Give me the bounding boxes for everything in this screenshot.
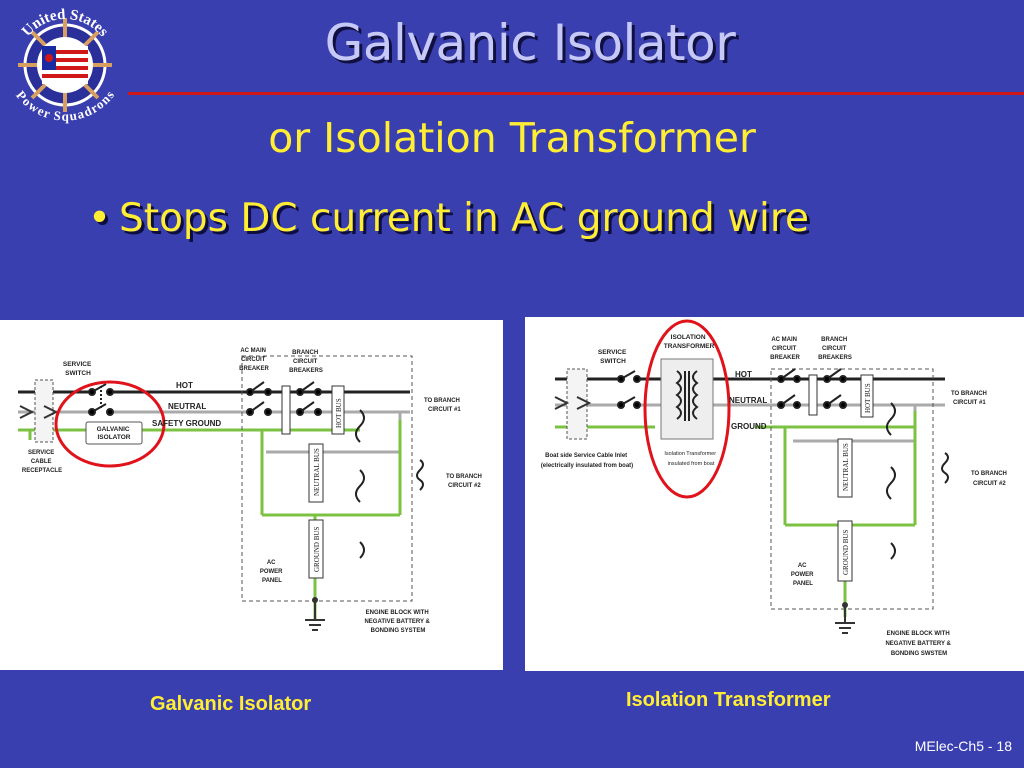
service-switch-label: SERVICE SWITCH: [63, 361, 93, 377]
to-branch-1-label: TO BRANCH CIRCUIT #1: [424, 398, 462, 413]
ground-bus-label-right: GROUND BUS: [842, 530, 850, 575]
hot-bus-bar: [331, 385, 345, 435]
to-branch-2-label: TO BRANCH CIRCUIT #2: [446, 474, 484, 489]
title-rule: [128, 92, 1024, 95]
isolation-transformer-diagram: HOT BUS NEUTRAL BUS GROUND BUS ISOLATION…: [525, 317, 1024, 671]
neutral-bus-bar: [308, 443, 324, 503]
bullet-text: Stops DC current in AC ground wire: [119, 196, 809, 241]
boat-side-label: Boat side Service Cable Inlet (electrica…: [541, 453, 633, 469]
service-switch: [88, 383, 114, 416]
slide-title: Galvanic Isolator: [324, 14, 736, 72]
ac-main-label: AC MAIN CIRCUIT BREAKER: [239, 348, 269, 372]
engine-label-right: ENGINE BLOCK WITH NEGATIVE BATTERY & BON…: [885, 631, 952, 657]
receptacle-box: [34, 379, 54, 443]
transformer-wiring-svg: HOT BUS NEUTRAL BUS GROUND BUS ISOLATION…: [541, 319, 1009, 657]
ground-label-right: GROUND: [731, 422, 767, 431]
breaker-bar: [281, 385, 291, 435]
ac-panel-outline-right: [770, 368, 934, 610]
highlight-circle-right: [643, 319, 731, 499]
service-switch-label-right: SERVICE SWITCH: [598, 349, 628, 365]
branch-label: BRANCH CIRCUIT BREAKERS: [289, 350, 323, 374]
hot-bus-bar-right: [860, 374, 874, 418]
neutral-bus-bar-right: [837, 438, 853, 498]
caption-isolation: Isolation Transformer: [626, 689, 831, 711]
bullet-marker: •: [88, 196, 112, 241]
hot-bus-label: HOT BUS: [335, 398, 343, 428]
main-breaker: [246, 381, 272, 416]
branch-breakers: [296, 381, 322, 416]
slide-subtitle: or Isolation Transformer: [268, 114, 756, 162]
caption-galvanic: Galvanic Isolator: [150, 693, 312, 715]
ground-wire: [18, 420, 402, 620]
branch-wire-curls-right: [886, 402, 949, 560]
engine-label: ENGINE BLOCK WITH NEGATIVE BATTERY & BON…: [364, 610, 431, 634]
ground-node-right: [842, 602, 848, 608]
galvanic-isolator-diagram: HOT BUS NEUTRAL BUS GROUND BUS GALVANIC …: [0, 320, 503, 670]
ground-bus-label: GROUND BUS: [313, 527, 321, 572]
ground-bus-bar-right: [837, 520, 853, 582]
transformer-box: [660, 358, 714, 440]
galvanic-wiring-svg: HOT BUS NEUTRAL BUS GROUND BUS GALVANIC …: [18, 348, 484, 634]
ground-bus-bar: [308, 519, 324, 579]
main-breaker-right: [777, 368, 801, 409]
service-switch-right: [617, 370, 641, 409]
breaker-bar-right: [808, 374, 818, 416]
to-branch-1-label-right: TO BRANCH CIRCUIT #1: [951, 391, 989, 406]
hot-bus-label-right: HOT BUS: [864, 383, 872, 413]
bullet-item: •Stops DC current in AC ground wire: [88, 196, 809, 241]
ground-node: [312, 597, 318, 603]
ground-symbol-icon: [305, 600, 325, 631]
hot-label: HOT: [176, 381, 193, 390]
inlet-box: [566, 368, 588, 440]
neutral-label-right: NEUTRAL: [729, 396, 767, 405]
neutral-bus-label-right: NEUTRAL BUS: [842, 443, 850, 491]
hot-label-right: HOT: [735, 370, 752, 379]
iso-note-label: Isolation Transformer insulated from boa…: [664, 451, 717, 467]
branch-label-right: BRANCH CIRCUIT BREAKERS: [818, 337, 852, 361]
galvanic-box: [85, 421, 143, 445]
plug-icon: [19, 405, 59, 419]
neutral-bus-label: NEUTRAL BUS: [313, 448, 321, 496]
highlight-circle: [54, 380, 166, 468]
ground-symbol-icon-right: [835, 605, 855, 634]
to-branch-2-label-right: TO BRANCH CIRCUIT #2: [971, 471, 1009, 487]
ac-panel-label: AC POWER PANEL: [260, 560, 284, 584]
receptacle-label: SERVICE CABLE RECEPTACLE: [22, 450, 62, 474]
ac-panel-label-right: AC POWER PANEL: [791, 563, 815, 587]
ac-main-label-right: AC MAIN CIRCUIT BREAKER: [770, 337, 800, 361]
ships-wheel-flag-icon: United States Power Squadrons: [13, 7, 117, 124]
galvanic-label: GALVANIC ISOLATOR: [97, 426, 132, 441]
isolation-label: ISOLATION TRANSFORMER: [664, 334, 715, 350]
neutral-wire: [18, 410, 410, 454]
transformer-coils-icon: [675, 370, 699, 421]
usps-logo: United States Power Squadrons: [0, 0, 130, 130]
plug-icon-right: [554, 396, 592, 410]
neutral-label: NEUTRAL: [168, 402, 206, 411]
ac-panel-outline: [241, 355, 413, 602]
branch-wire-curls: [355, 409, 424, 559]
slide-footer: MElec-Ch5 - 18: [914, 738, 1012, 754]
safety-ground-label: SAFETY GROUND: [152, 419, 221, 428]
branch-breakers-right: [823, 368, 847, 409]
